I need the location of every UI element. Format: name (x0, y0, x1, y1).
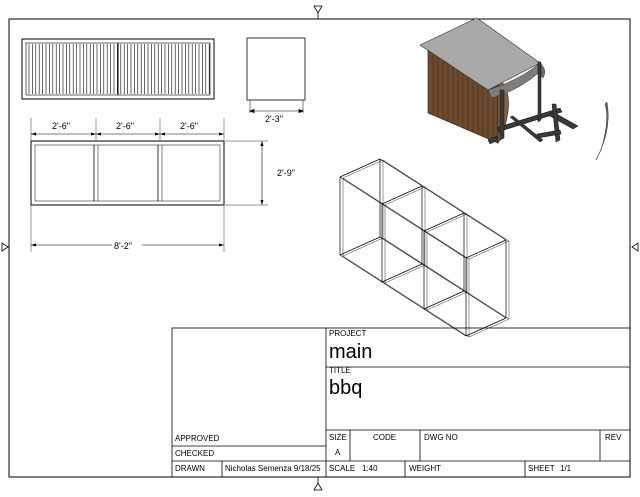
project-label: PROJECT (329, 329, 367, 338)
frame-crossbar (381, 185, 423, 205)
project-value: main (329, 341, 373, 363)
right-center-mark (631, 242, 639, 252)
size-label: SIZE (329, 433, 347, 442)
frame-crossbar (423, 290, 465, 310)
sheet-label: SHEET (528, 464, 555, 473)
front-view-dimensions (30, 118, 268, 252)
dimension-labels: 2'-6" 2'-6" 2'-6" 8'-2" 2'-9" 2'-3" (50, 114, 301, 251)
centering-marks (1, 5, 639, 491)
top-view-outline (21, 38, 215, 100)
title-block-outline (171, 327, 631, 478)
frame-crossbar-edge (342, 237, 384, 257)
left-center-mark (1, 242, 9, 252)
drawn-label: DRAWN (175, 464, 205, 473)
frame-crossbar-edge (384, 264, 426, 284)
frame-crossbar (381, 263, 423, 283)
front-view-outline (30, 140, 225, 206)
code-label: CODE (373, 433, 397, 442)
frame-crossbar (339, 158, 381, 178)
bottom-center-mark (313, 477, 323, 491)
frame-rail (339, 254, 467, 337)
side-view-outline (246, 37, 306, 101)
front-view (30, 140, 225, 206)
module-width-1-label: 2'-6" (52, 121, 70, 131)
frame-rail (379, 158, 507, 241)
frame-crossbar-edge (384, 186, 426, 206)
isometric-frame (339, 158, 510, 338)
weight-label: WEIGHT (409, 464, 441, 473)
overall-length-label: 8'-2" (114, 241, 132, 251)
frame-rail (379, 236, 507, 319)
title-label: TITLE (329, 366, 351, 375)
frame-crossbar-edge (426, 291, 468, 311)
frame-rail-edge (382, 159, 510, 242)
base-legs (487, 61, 579, 145)
title-block (171, 327, 631, 478)
detached-side-panel (595, 101, 609, 161)
module-width-3-label: 2'-6" (180, 121, 198, 131)
checked-label: CHECKED (175, 449, 215, 458)
drawn-by: Nicholas Semenza 9/18/25 (225, 464, 321, 473)
top-view-slats (28, 43, 210, 95)
top-center-mark (313, 5, 323, 19)
frame-rail-edge (342, 177, 470, 260)
frame-crossbar (465, 239, 507, 259)
module-width-2-label: 2'-6" (116, 121, 134, 131)
frame-crossbar-edge (468, 240, 510, 260)
frame-crossbar-edge (426, 213, 468, 233)
isometric-render (419, 17, 609, 161)
frame-crossbar (423, 212, 465, 232)
sheet-border (8, 18, 631, 478)
side-view (246, 37, 306, 114)
dimension-arrows (31, 132, 264, 247)
frame-rail (339, 176, 467, 259)
frame-crossbar (465, 317, 507, 337)
frame-crossbar-edge (342, 159, 384, 179)
scale-value: 1:40 (362, 464, 378, 473)
frame-crossbar (339, 236, 381, 256)
frame-rail-edge (382, 237, 510, 320)
depth-label: 2'-3" (265, 114, 283, 124)
title-value: bbq (329, 377, 363, 399)
approved-label: APPROVED (175, 434, 220, 443)
top-view (21, 38, 215, 100)
size-value: A (335, 448, 341, 457)
height-label: 2'-9" (277, 168, 295, 178)
rev-label: REV (605, 433, 622, 442)
scale-label: SCALE (329, 464, 356, 473)
sheet-value: 1/1 (560, 464, 572, 473)
frame-rail-edge (342, 255, 470, 338)
dwg-no-label: DWG NO (424, 433, 458, 442)
